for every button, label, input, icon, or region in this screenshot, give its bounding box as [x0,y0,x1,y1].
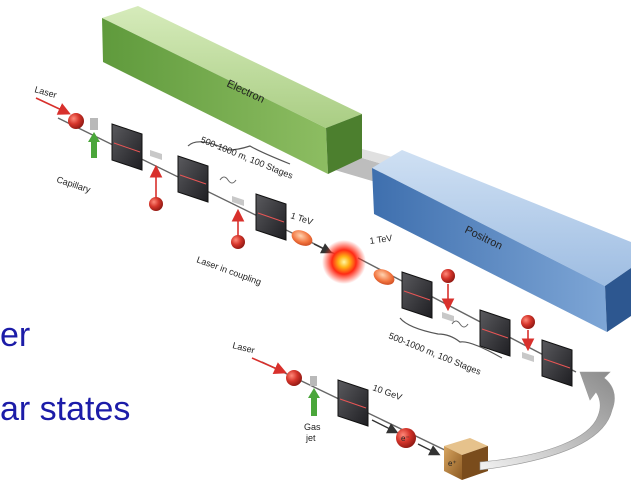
stage-panel-right-2 [479,309,511,357]
capillary-label: Capillary [55,174,92,194]
coupling-mirror-right-1 [441,269,455,322]
gas-jet-arrowhead [308,388,320,398]
gas-jet-arrow [311,396,317,416]
brace-bottom [399,317,503,359]
slide-text-line2: ar states [0,390,131,428]
break-mark-right [451,320,469,328]
tev-right-label: 1 TeV [369,233,393,246]
capillary-gas-arrow [91,140,97,158]
slide-text-line1: er [0,316,31,354]
positron-bunch [373,269,395,285]
laser-focus-ball-bottom [286,370,302,386]
injector-stage-panel [337,379,369,427]
gev-arrow [371,419,399,434]
stage-panel-right-3 [541,339,573,387]
to-target-arrow [417,443,441,456]
laser-bottom-arrow [251,357,287,375]
coupling-mirror-top-1 [149,150,163,211]
brace-top [187,141,291,165]
break-mark-top [219,176,237,184]
laser-focus-ball-top [68,113,84,129]
positron-symbol: e⁺ [448,459,457,468]
stage-panel-top-2 [177,155,209,203]
positron-block: Positron [372,150,631,332]
positron-target-box: e⁺ [444,438,488,480]
stage-panel-top-1 [111,123,143,171]
laser-top-arrow [35,97,71,115]
tev-left-label: 1 TeV [289,210,314,227]
stages-bottom-label: 500-1000 m, 100 Stages [387,331,483,377]
stage-panel-right-1 [401,271,433,319]
collision-point [322,240,366,284]
jet-label: jet [305,433,316,443]
laser-bottom-label: Laser [232,340,256,355]
gas-jet-icon [310,376,317,386]
laser-in-coupling-label: Laser in coupling [195,254,262,287]
capillary-arrowhead [88,132,100,142]
beamline-bottom [357,257,577,373]
gas-label: Gas [304,422,321,432]
coupling-mirror-right-2 [521,315,535,362]
coupling-mirror-top-2 [231,196,245,249]
electron-bunch-top [291,230,313,246]
electron-ball [396,428,416,448]
stage-panel-top-3 [255,193,287,241]
capillary-icon [90,118,98,130]
gev-label: 10 GeV [371,382,403,402]
electron-symbol: e⁻ [401,434,410,443]
electron-block: Electron [102,6,362,174]
return-arrow [479,371,615,471]
